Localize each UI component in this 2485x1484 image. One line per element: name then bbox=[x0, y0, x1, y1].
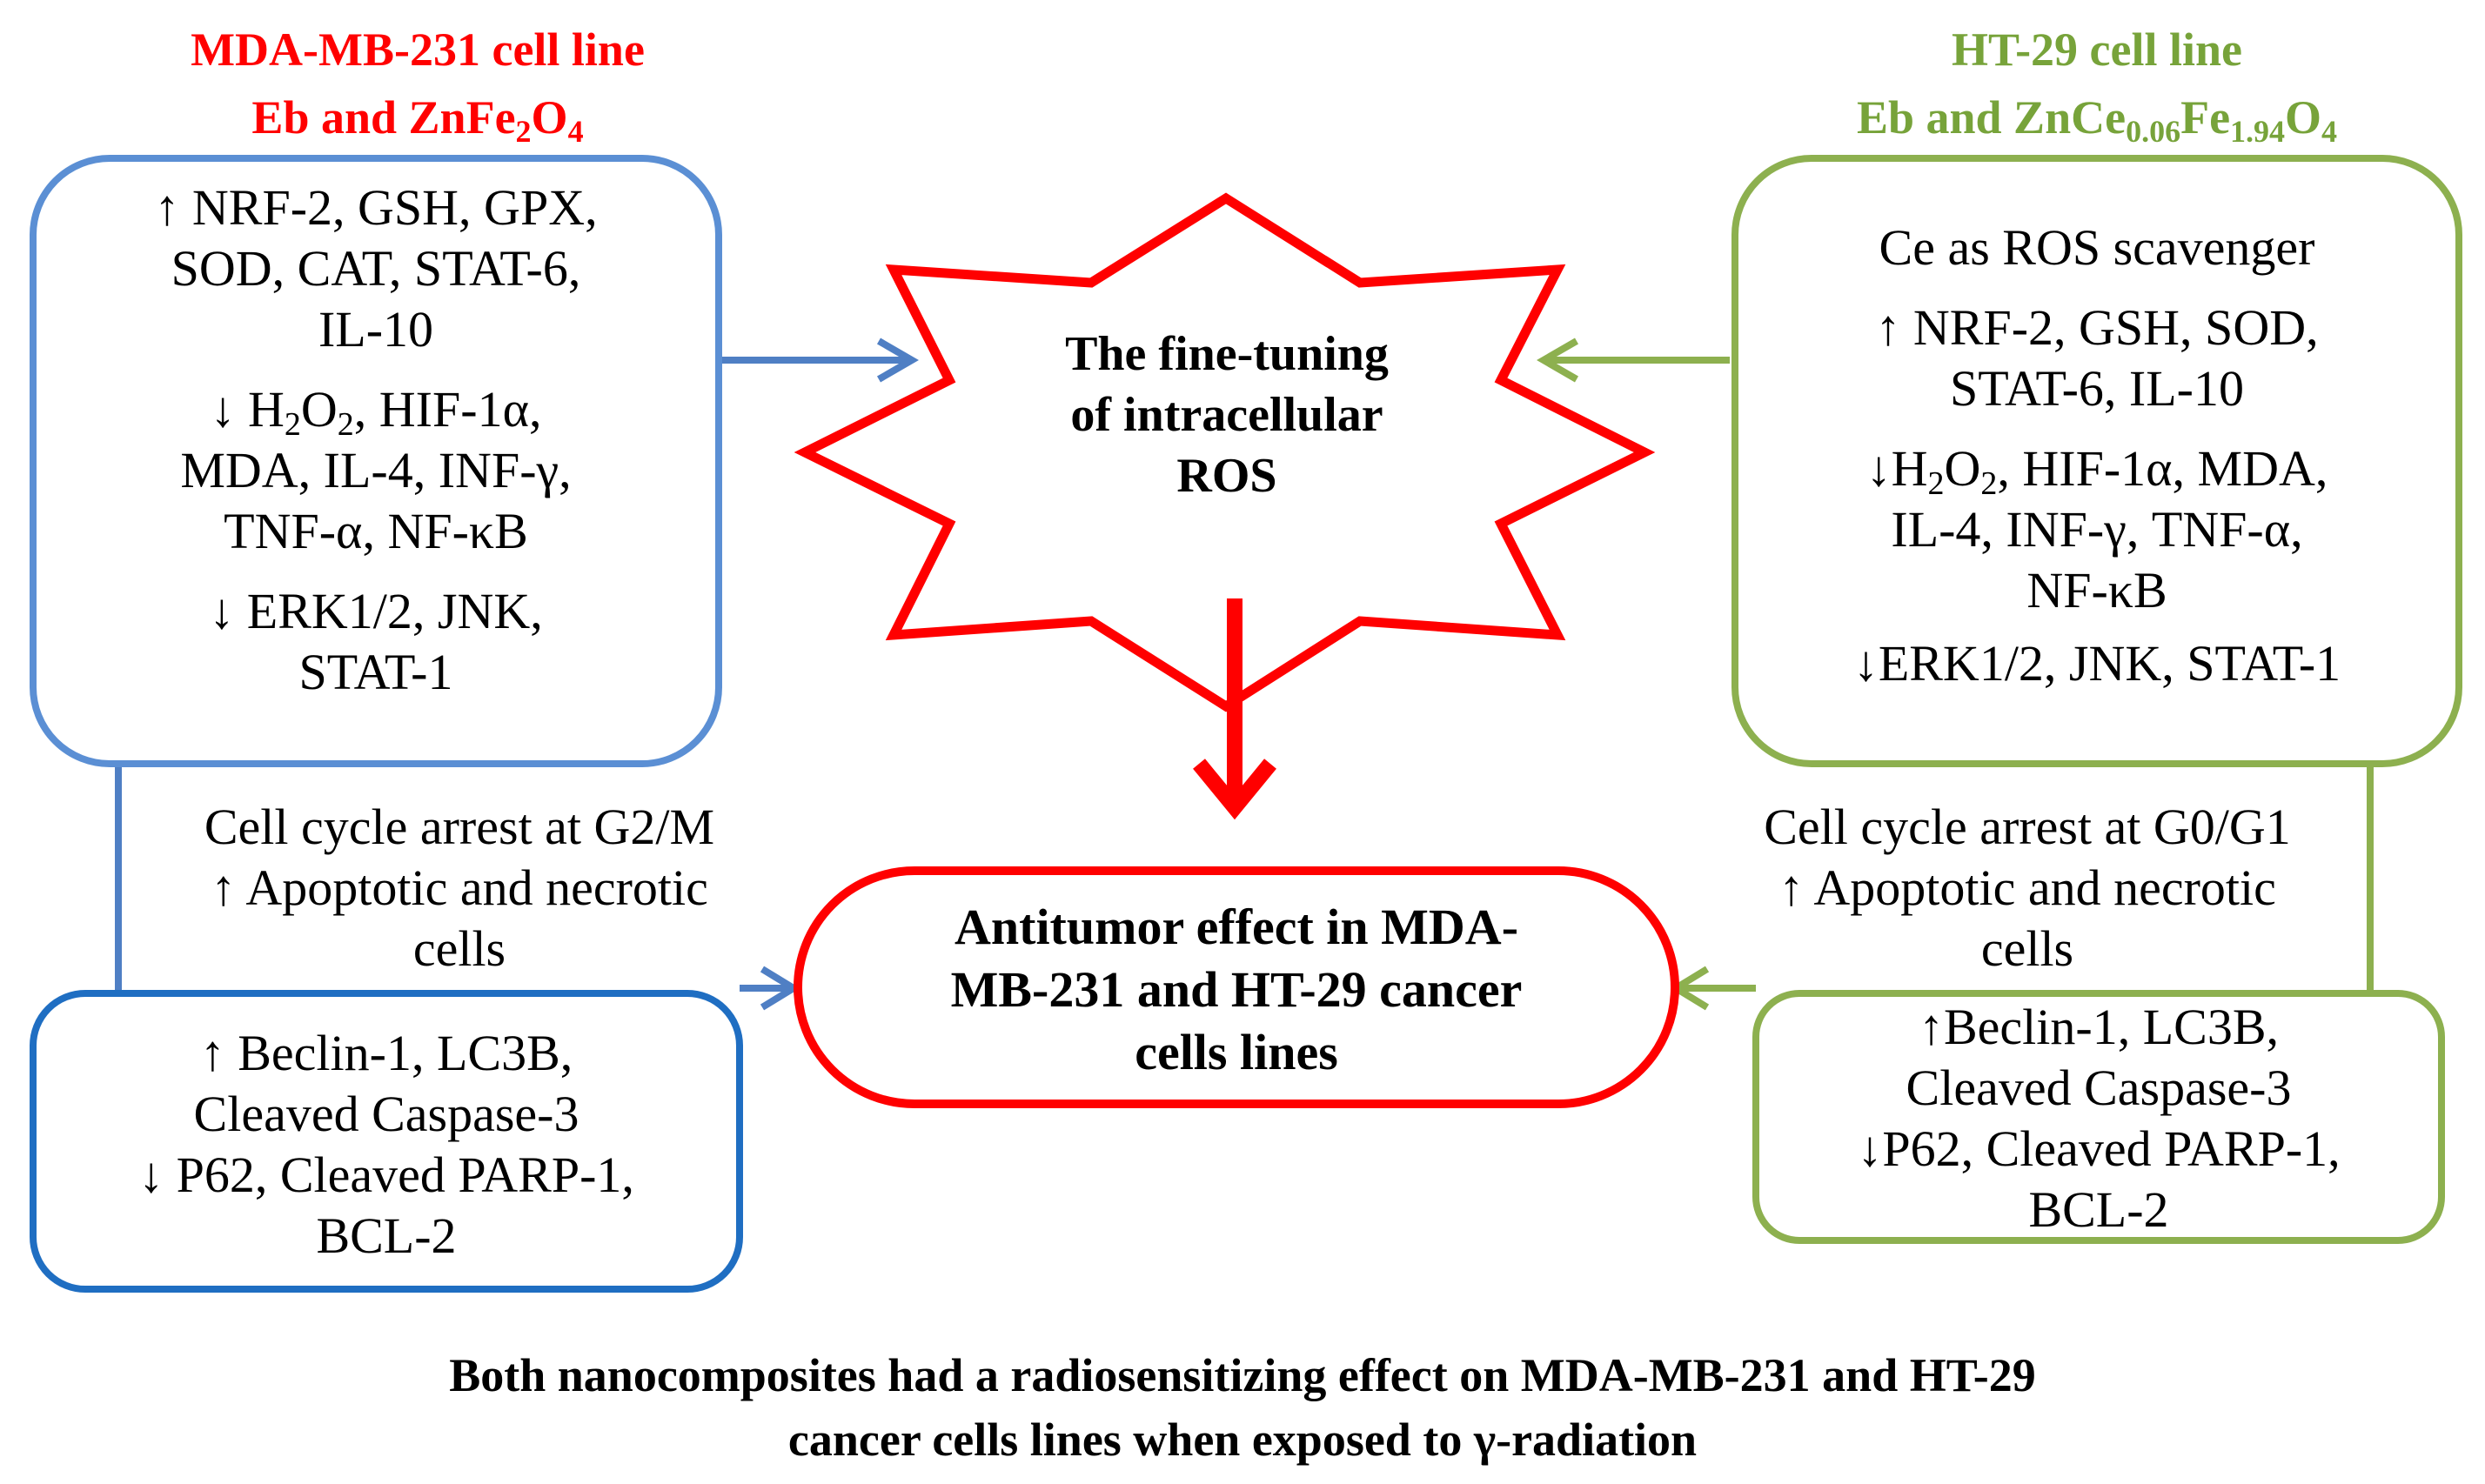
right-markers-text: Ce as ROS scavenger ↑ NRF-2, GSH, SOD, S… bbox=[1852, 219, 2341, 692]
left-autophagy-box bbox=[30, 990, 743, 1293]
left-to-star-arrowhead bbox=[876, 338, 919, 383]
right-cell-cycle-text: Cell cycle arrest at G0/G1 ↑ Apoptotic a… bbox=[1764, 799, 2291, 977]
right-autophagy-box bbox=[1752, 990, 2445, 1244]
left-heading-line2: Eb and ZnFe2O4 bbox=[251, 91, 584, 149]
footer-conclusion: Both nanocomposites had a radiosensitizi… bbox=[449, 1349, 2036, 1466]
ros-star-shape bbox=[794, 192, 1656, 712]
antitumor-effect-oval bbox=[794, 866, 1679, 1108]
left-heading-line1: MDA-MB-231 cell line bbox=[191, 23, 645, 76]
left-markers-box bbox=[30, 155, 722, 767]
left-cell-cycle-text: Cell cycle arrest at G2/M ↑ Apoptotic an… bbox=[204, 799, 715, 977]
left-markers-text: ↑ NRF-2, GSH, GPX, SOD, CAT, STAT-6, IL-… bbox=[154, 179, 598, 700]
star-to-oval-arrowhead bbox=[1193, 759, 1276, 820]
right-heading: HT-29 cell line Eb and ZnCe0.06Fe1.94O4 bbox=[1731, 16, 2462, 151]
ros-star-label: The fine-tuning of intracellular ROS bbox=[1065, 327, 1389, 503]
right-markers-box bbox=[1731, 155, 2462, 767]
left-heading: MDA-MB-231 cell line Eb and ZnFe2O4 bbox=[113, 16, 722, 151]
antitumor-effect-label: Antitumor effect in MDA- MB-231 and HT-2… bbox=[950, 899, 1523, 1080]
right-heading-line1: HT-29 cell line bbox=[1952, 23, 2242, 76]
right-heading-line2: Eb and ZnCe0.06Fe1.94O4 bbox=[1856, 91, 2338, 149]
right-to-star-arrowhead bbox=[1537, 338, 1579, 383]
right-autophagy-text: ↑Beclin-1, LC3B, Cleaved Caspase-3 ↓P62,… bbox=[1857, 999, 2341, 1238]
left-autophagy-text: ↑ Beclin-1, LC3B, Cleaved Caspase-3 ↓ P6… bbox=[138, 1025, 634, 1264]
